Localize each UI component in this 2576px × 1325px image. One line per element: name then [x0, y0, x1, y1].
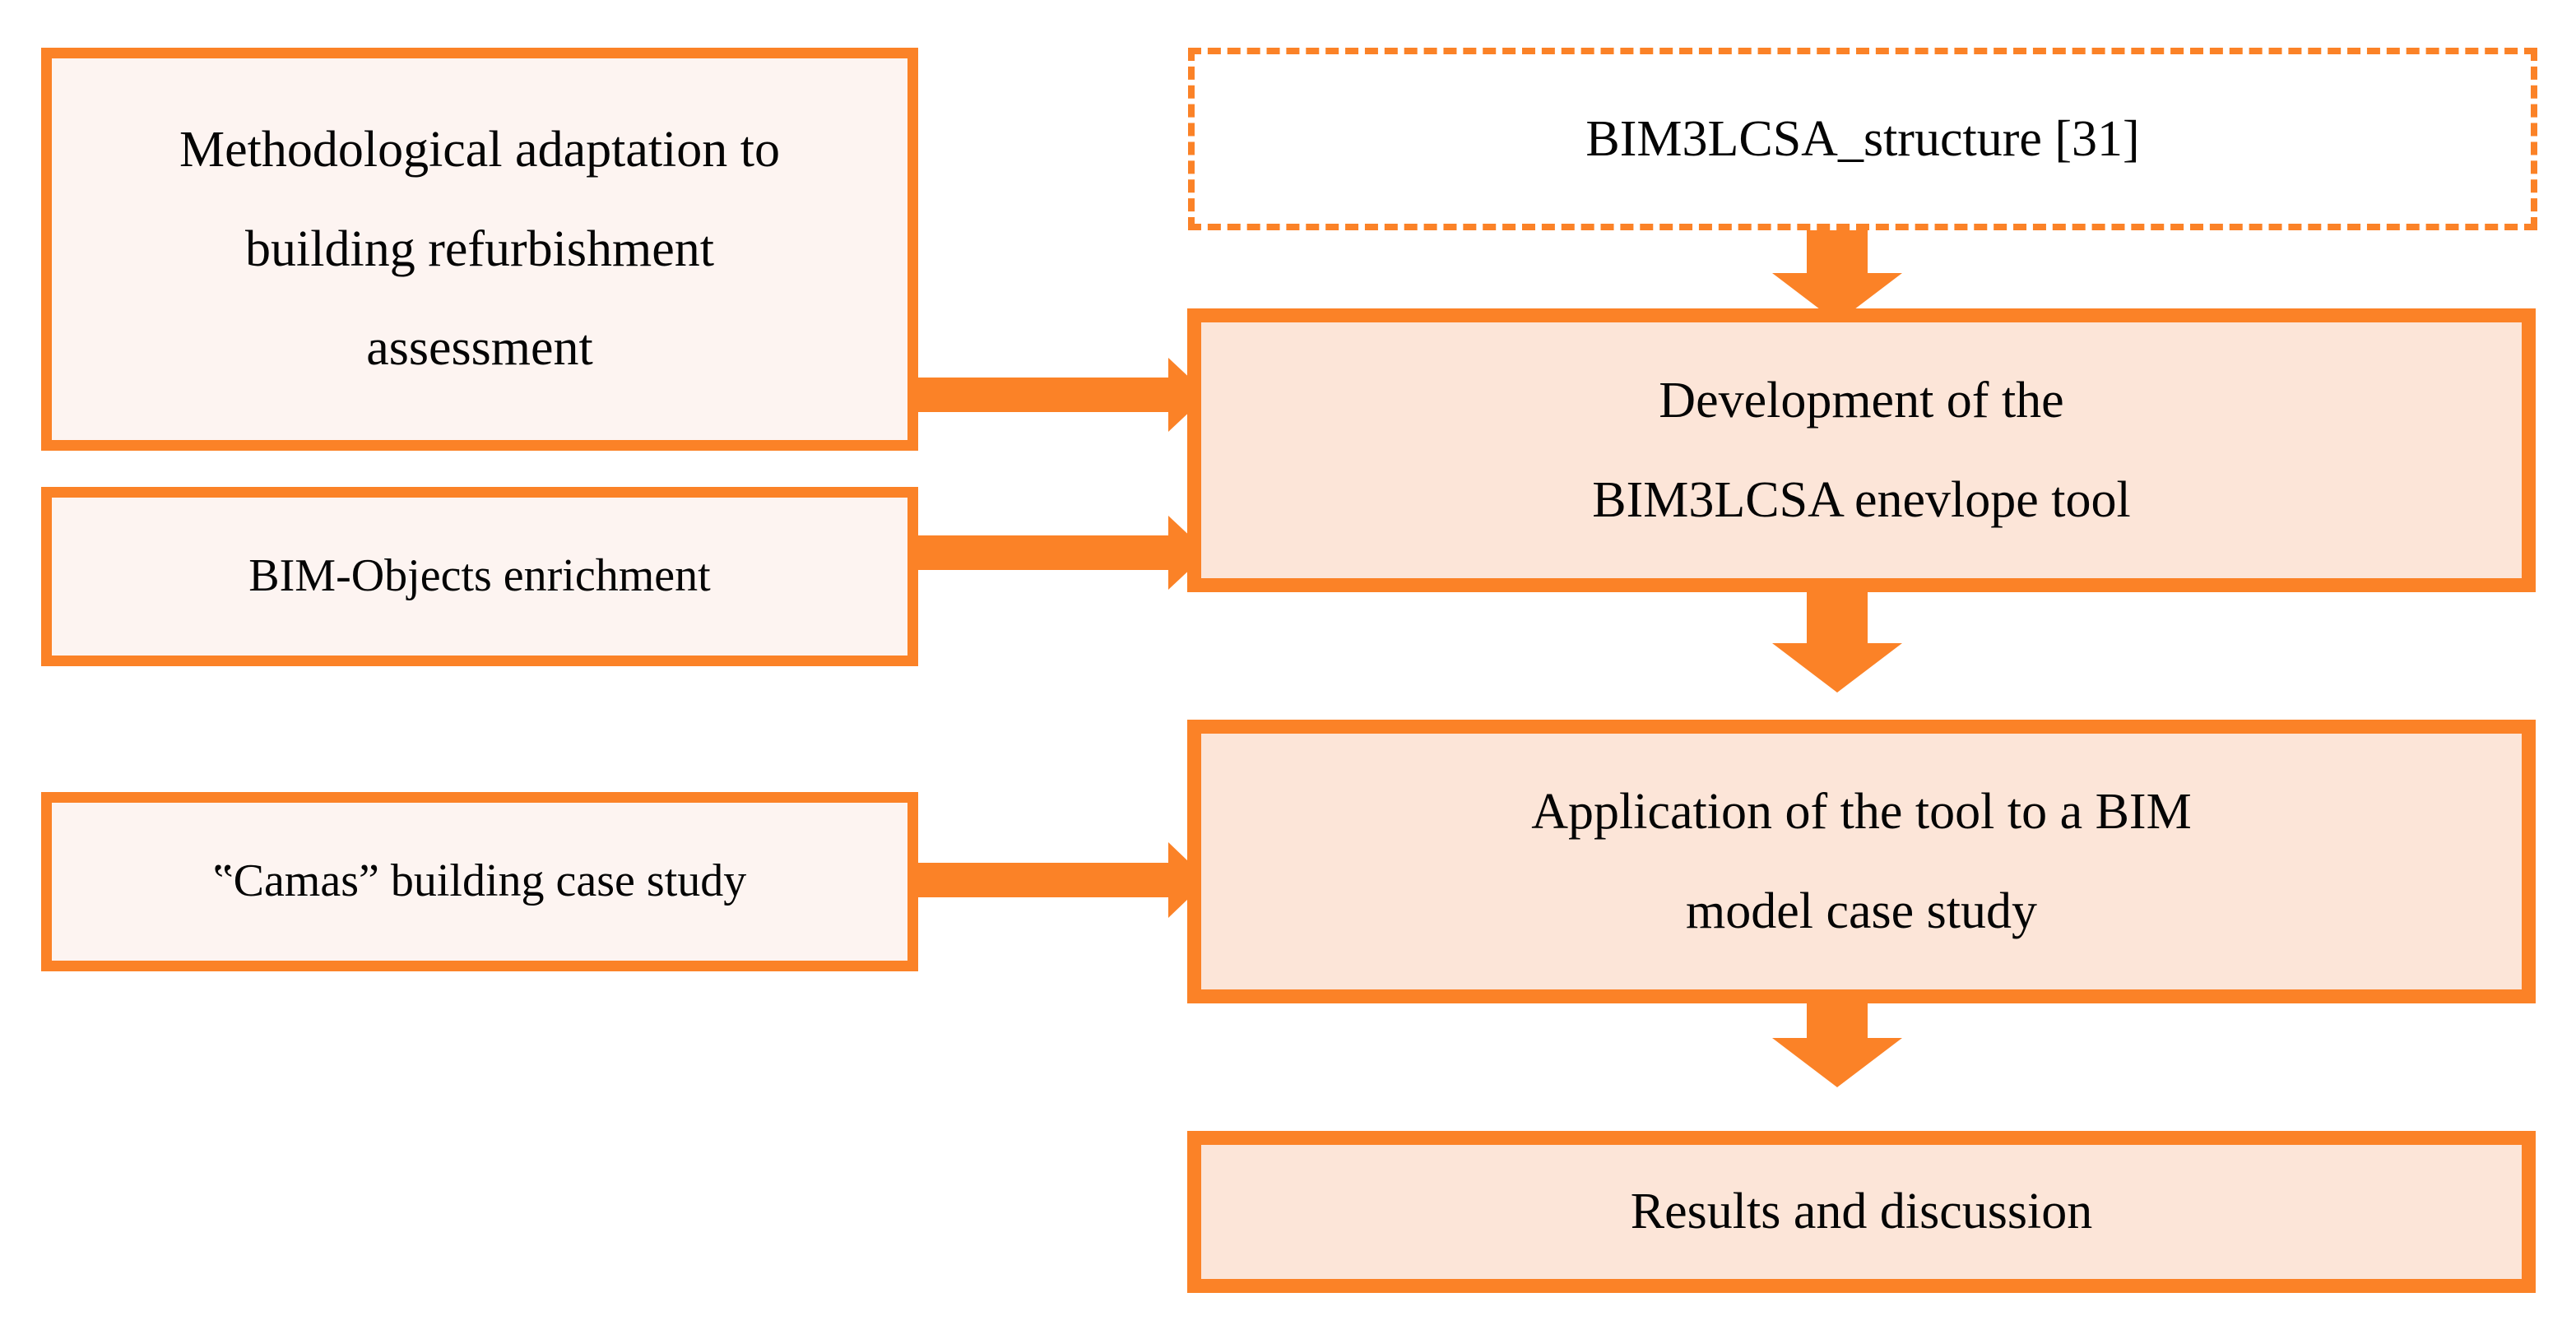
node-camas-case-study-label: ‟Camas” building case study — [212, 855, 747, 907]
node-results-discussion[interactable]: Results and discussion — [1187, 1131, 2536, 1293]
node-tool-application-label: Application of the tool to a BIM model c… — [1531, 783, 2192, 939]
node-camas-case-study[interactable]: ‟Camas” building case study — [41, 792, 918, 971]
node-tool-application[interactable]: Application of the tool to a BIM model c… — [1187, 720, 2536, 1003]
arrow-methodological-to-development — [913, 358, 1208, 432]
node-bim-objects-enrichment-label: BIM-Objects enrichment — [248, 550, 711, 602]
node-bim-objects-enrichment[interactable]: BIM-Objects enrichment — [41, 487, 918, 666]
arrow-camas-to-application — [913, 842, 1208, 918]
node-methodological-adaptation[interactable]: Methodological adaptation to building re… — [41, 48, 918, 451]
node-methodological-adaptation-label: Methodological adaptation to building re… — [179, 121, 781, 377]
node-results-discussion-label: Results and discussion — [1630, 1184, 2093, 1240]
node-tool-development[interactable]: Development of the BIM3LCSA enevlope too… — [1187, 308, 2536, 592]
node-bim3lcsa-structure-label: BIM3LCSA_structure [31] — [1585, 110, 2140, 167]
node-tool-development-label: Development of the BIM3LCSA enevlope too… — [1592, 372, 2131, 528]
node-bim3lcsa-structure[interactable]: BIM3LCSA_structure [31] — [1188, 48, 2537, 230]
arrow-enrichment-to-development — [913, 516, 1208, 590]
arrow-development-to-application — [1772, 576, 1902, 693]
